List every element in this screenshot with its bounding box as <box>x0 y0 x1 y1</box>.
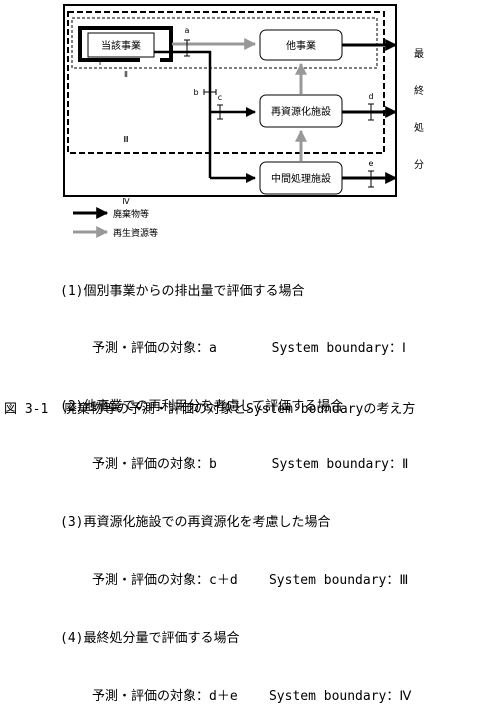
boundary-i-frame <box>78 26 173 62</box>
measure-point-e <box>368 170 374 188</box>
measure-point-b <box>203 89 217 95</box>
legend-recycled-label: 再生資源等 <box>113 227 158 239</box>
boundary-ii-frame <box>71 17 378 69</box>
boundary-iii-label: Ⅲ <box>123 135 129 144</box>
case-4-title: (4)最終処分量で評価する場合 <box>60 630 240 646</box>
boundary-iii-frame <box>67 11 385 154</box>
measure-point-d <box>368 103 374 121</box>
case-1-title: (1)個別事業からの排出量で評価する場合 <box>60 283 305 299</box>
label-b: b <box>193 88 198 97</box>
label-a: a <box>185 26 190 35</box>
recycling-facility-label: 再資源化施設 <box>271 105 331 118</box>
own-business-box <box>87 32 155 58</box>
case-3-title: (3)再資源化施設での再資源化を考慮した場合 <box>60 515 331 531</box>
case-2-detail: 予測・評価の対象：b System boundary：Ⅱ <box>92 457 409 473</box>
label-e: e <box>369 159 374 168</box>
system-boundary-diagram: 当該事業 Ⅰ 他事業 再資源化施設 中間処理施設 a b c d e Ⅱ Ⅲ Ⅳ… <box>63 4 424 239</box>
final-disposal-char-3: 処 <box>414 121 424 134</box>
other-business-label: 他事業 <box>286 39 316 52</box>
boundary-iv-label: Ⅳ <box>122 197 130 206</box>
final-disposal-char-4: 分 <box>414 159 424 171</box>
case-3-detail: 予測・評価の対象：c＋d System boundary：Ⅲ <box>92 573 409 589</box>
measure-point-c <box>217 104 223 120</box>
case-1-detail: 予測・評価の対象：a System boundary：Ⅰ <box>92 341 406 357</box>
intermediate-facility-label: 中間処理施設 <box>271 172 331 185</box>
evaluation-cases: (1)個別事業からの排出量で評価する場合 予測・評価の対象：a System b… <box>60 243 485 725</box>
boundary-i-label: Ⅰ <box>99 58 101 67</box>
label-d: d <box>368 92 373 101</box>
own-business-label: 当該事業 <box>101 39 141 52</box>
label-c: c <box>218 93 222 102</box>
final-disposal-char-1: 最 <box>414 48 424 60</box>
measure-point-a <box>184 39 190 57</box>
waste-flow-own-to-facilities <box>154 50 212 178</box>
figure-caption: 図 3-1 廃棄物等の予測・評価の対象とSystem boundaryの考え方 <box>4 402 416 417</box>
final-disposal-char-2: 終 <box>414 84 424 97</box>
case-4-detail: 予測・評価の対象：d＋e System boundary：Ⅳ <box>92 688 412 704</box>
legend-waste-label: 廃棄物等 <box>113 208 149 220</box>
case-2-title: (2)他事業での再利用分を考慮して評価する場合 <box>60 399 344 415</box>
boundary-ii-label: Ⅱ <box>124 70 128 79</box>
